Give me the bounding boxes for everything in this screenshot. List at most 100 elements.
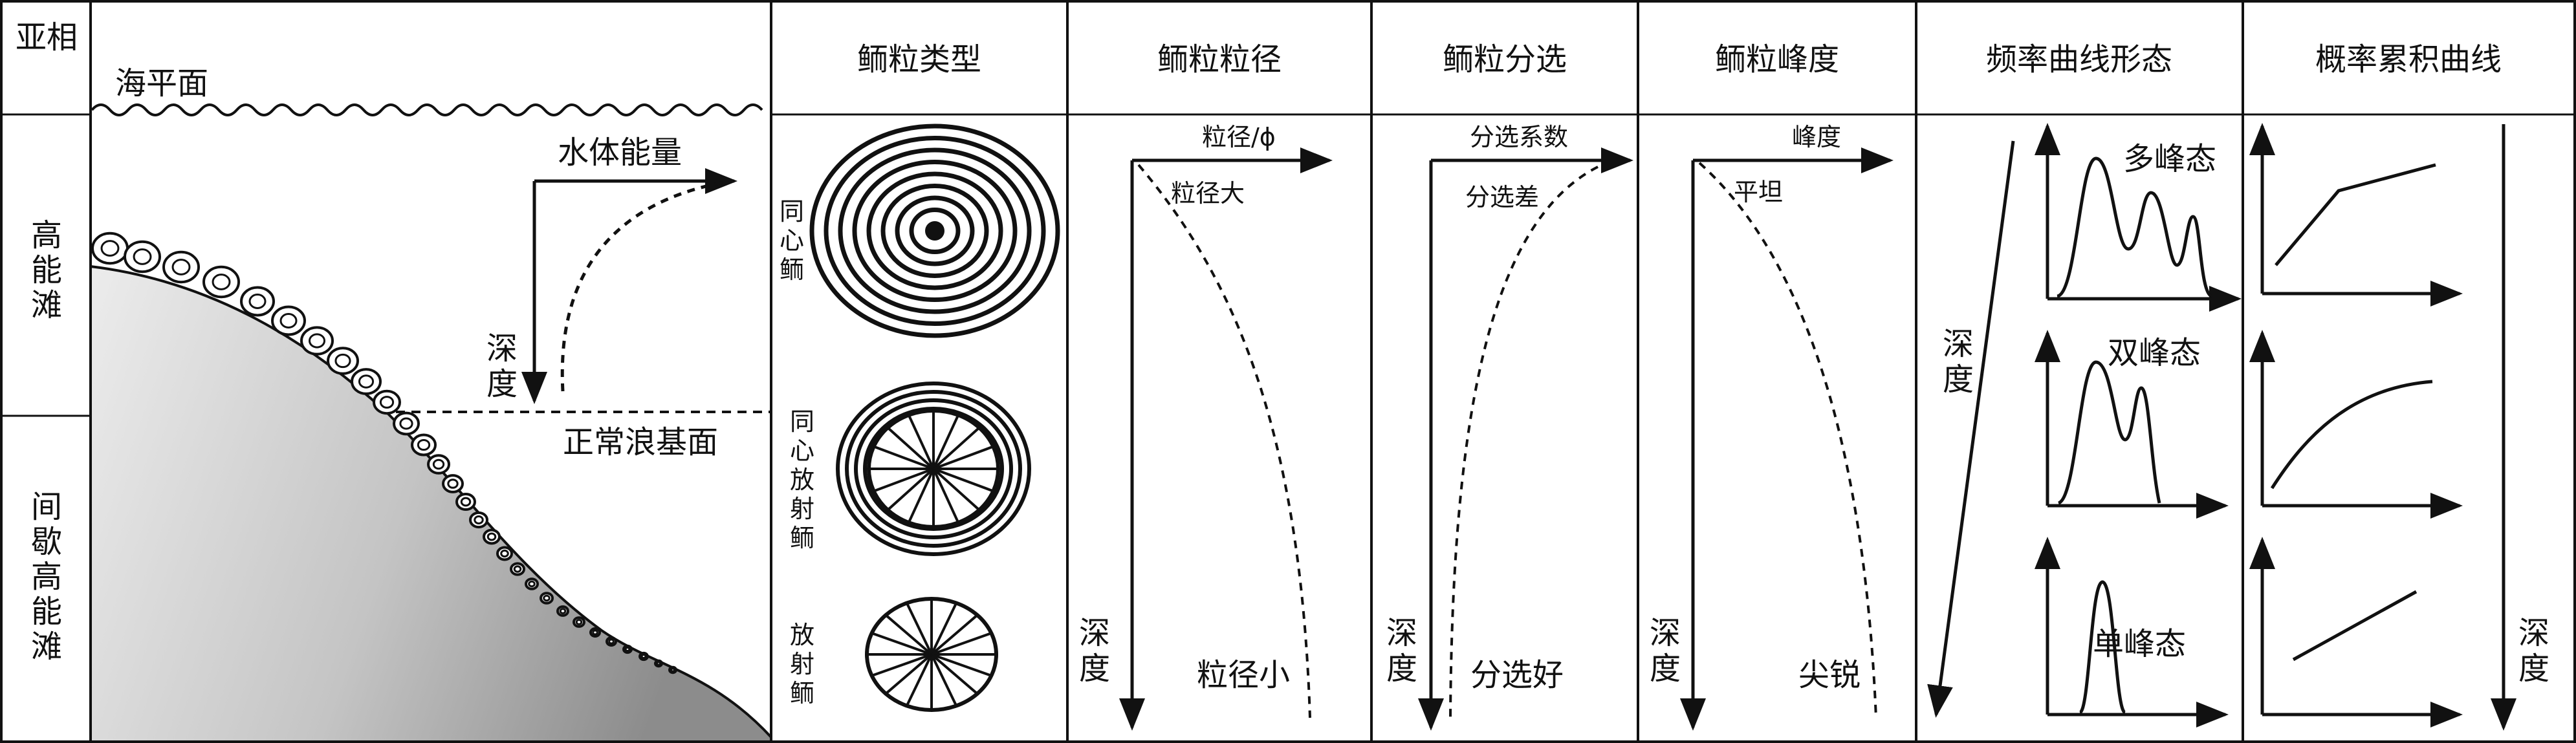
normal-wave-base-label: 正常浪基面 bbox=[563, 424, 718, 460]
radial-ooid-icon bbox=[865, 597, 998, 712]
concentric-ring bbox=[895, 195, 975, 266]
prob-mid-curve bbox=[2270, 380, 2433, 490]
concentric-ring bbox=[866, 171, 1003, 290]
radial-spoke bbox=[884, 653, 933, 695]
ooid-bead-core bbox=[513, 565, 522, 573]
grain-size-column: 粒径/ϕ 粒径大 粒径小 深 度 bbox=[1079, 123, 1333, 731]
subfacies-header: 亚相 bbox=[16, 19, 78, 56]
sorting-good-label: 分选好 bbox=[1470, 657, 1564, 693]
sketch-depth-char-1: 深 bbox=[486, 330, 518, 367]
ooid-bead-core bbox=[575, 619, 583, 625]
kurtosis-depth-char-1: 深 bbox=[1650, 615, 1681, 651]
ooid-bead-core bbox=[417, 438, 431, 451]
prob-depth-char-1: 深 bbox=[2518, 615, 2549, 651]
radial-spoke bbox=[884, 614, 933, 656]
high-energy-shoal-char-1: 高 bbox=[31, 217, 62, 253]
ooid-bead bbox=[327, 347, 359, 375]
concentric-ring bbox=[854, 398, 1013, 539]
ooid-bead-core bbox=[559, 608, 567, 614]
bimodal-label: 双峰态 bbox=[2108, 335, 2201, 371]
sea-level-wave bbox=[91, 103, 763, 116]
grain-size-trend-curve bbox=[1137, 164, 1311, 718]
ooid-bead-core bbox=[432, 458, 445, 470]
ooid-bead bbox=[483, 528, 501, 545]
ooid-bead-core bbox=[399, 417, 413, 430]
radial-spoke bbox=[873, 468, 934, 493]
ooid-bead-core bbox=[608, 638, 615, 645]
radial-spoke bbox=[886, 426, 935, 470]
concentric-ring bbox=[852, 160, 1018, 302]
radial-spoke bbox=[907, 415, 935, 469]
ooid-bead bbox=[556, 605, 569, 617]
header-ooid-type: 鲕粒类型 bbox=[857, 41, 981, 78]
sorting-poor-label: 分选差 bbox=[1465, 183, 1539, 211]
multi-peak-curve bbox=[2056, 156, 2214, 298]
radial-ooid-label-1: 放 bbox=[790, 621, 814, 649]
intermittent-shoal-char-5: 滩 bbox=[31, 629, 62, 665]
concentric-radial-label-2: 心 bbox=[790, 436, 814, 465]
radial-spoke bbox=[931, 632, 992, 656]
ooid-bead bbox=[271, 305, 306, 336]
ooid-bead bbox=[124, 240, 161, 274]
concentric-ring bbox=[836, 382, 1031, 556]
radial-spoke bbox=[933, 445, 994, 470]
water-energy-curve bbox=[560, 179, 732, 392]
radial-spoke bbox=[932, 415, 960, 469]
ooid-bead-core bbox=[670, 667, 675, 673]
prob-bottom-curve bbox=[2292, 590, 2418, 662]
concentric-ooid-label-2: 心 bbox=[780, 226, 804, 255]
ooid-bead bbox=[469, 511, 488, 529]
ooid-bead bbox=[540, 592, 554, 605]
ooid-bead bbox=[162, 250, 200, 284]
radial-spoke bbox=[886, 468, 935, 511]
kurtosis-axis-label: 峰度 bbox=[1792, 123, 1841, 151]
unimodal-label: 单峰态 bbox=[2093, 626, 2186, 662]
ooid-grains-on-slope bbox=[91, 232, 677, 674]
prob-depth-char-2: 度 bbox=[2518, 651, 2549, 687]
grain-size-depth-char-1: 深 bbox=[1079, 615, 1110, 651]
ooid-bead bbox=[510, 562, 525, 576]
radial-spoke bbox=[930, 653, 979, 695]
header-ooid-sorting: 鲕粒分选 bbox=[1443, 41, 1567, 78]
grain-size-depth-char-2: 度 bbox=[1079, 651, 1110, 687]
intermittent-shoal-char-2: 歇 bbox=[31, 524, 62, 560]
facies-column: 亚相 高 能 滩 间 歇 高 能 滩 bbox=[16, 19, 78, 665]
ooid-bead bbox=[300, 326, 334, 356]
ooid-bead bbox=[496, 546, 513, 561]
concentric-radial-label-3: 放 bbox=[790, 466, 814, 494]
radial-ooid-label-2: 射 bbox=[790, 650, 814, 678]
ooid-bead-core bbox=[656, 661, 661, 666]
header-ooid-kurtosis: 鲕粒峰度 bbox=[1715, 41, 1839, 78]
intermittent-shoal-char-1: 间 bbox=[31, 489, 62, 525]
frequency-curve-column: 深 度 多峰态 双峰态 单峰态 bbox=[1927, 123, 2242, 727]
intermittent-shoal-char-3: 高 bbox=[31, 559, 62, 595]
sorting-depth-char-1: 深 bbox=[1386, 615, 1417, 651]
ooid-nucleus bbox=[925, 221, 944, 241]
ooid-bead-core bbox=[486, 532, 497, 541]
ooid-bead-core bbox=[171, 259, 191, 275]
radial-spoke bbox=[931, 653, 992, 677]
sorting-trend-curve bbox=[1449, 166, 1599, 718]
prob-top-curve bbox=[2275, 163, 2436, 266]
concentric-ring bbox=[824, 136, 1046, 326]
bimodal-curve bbox=[2057, 360, 2161, 505]
concentric-radial-label-5: 鲕 bbox=[790, 524, 814, 552]
grain-size-small-label: 粒径小 bbox=[1197, 657, 1290, 693]
frequency-depth-char-1: 深 bbox=[1943, 326, 1974, 362]
radial-spoke bbox=[907, 468, 935, 523]
ooid-bead-core bbox=[358, 374, 375, 389]
intermittent-shoal-char-4: 能 bbox=[31, 594, 62, 630]
concentric-ooid-icon bbox=[809, 124, 1060, 338]
ooid-bead-core bbox=[447, 479, 459, 489]
ooid-bead bbox=[573, 616, 585, 628]
header-probability-curve: 概率累积曲线 bbox=[2315, 41, 2502, 78]
concentric-radial-label-4: 射 bbox=[790, 495, 814, 523]
sorting-axis-label: 分选系数 bbox=[1470, 123, 1568, 151]
ooid-bead bbox=[240, 286, 275, 317]
grain-size-large-label: 粒径大 bbox=[1171, 179, 1245, 208]
kurtosis-depth-char-2: 度 bbox=[1650, 651, 1681, 687]
ooid-bead-core bbox=[624, 646, 631, 652]
ooid-bead-core bbox=[248, 294, 267, 309]
ooid-bead bbox=[202, 265, 240, 299]
